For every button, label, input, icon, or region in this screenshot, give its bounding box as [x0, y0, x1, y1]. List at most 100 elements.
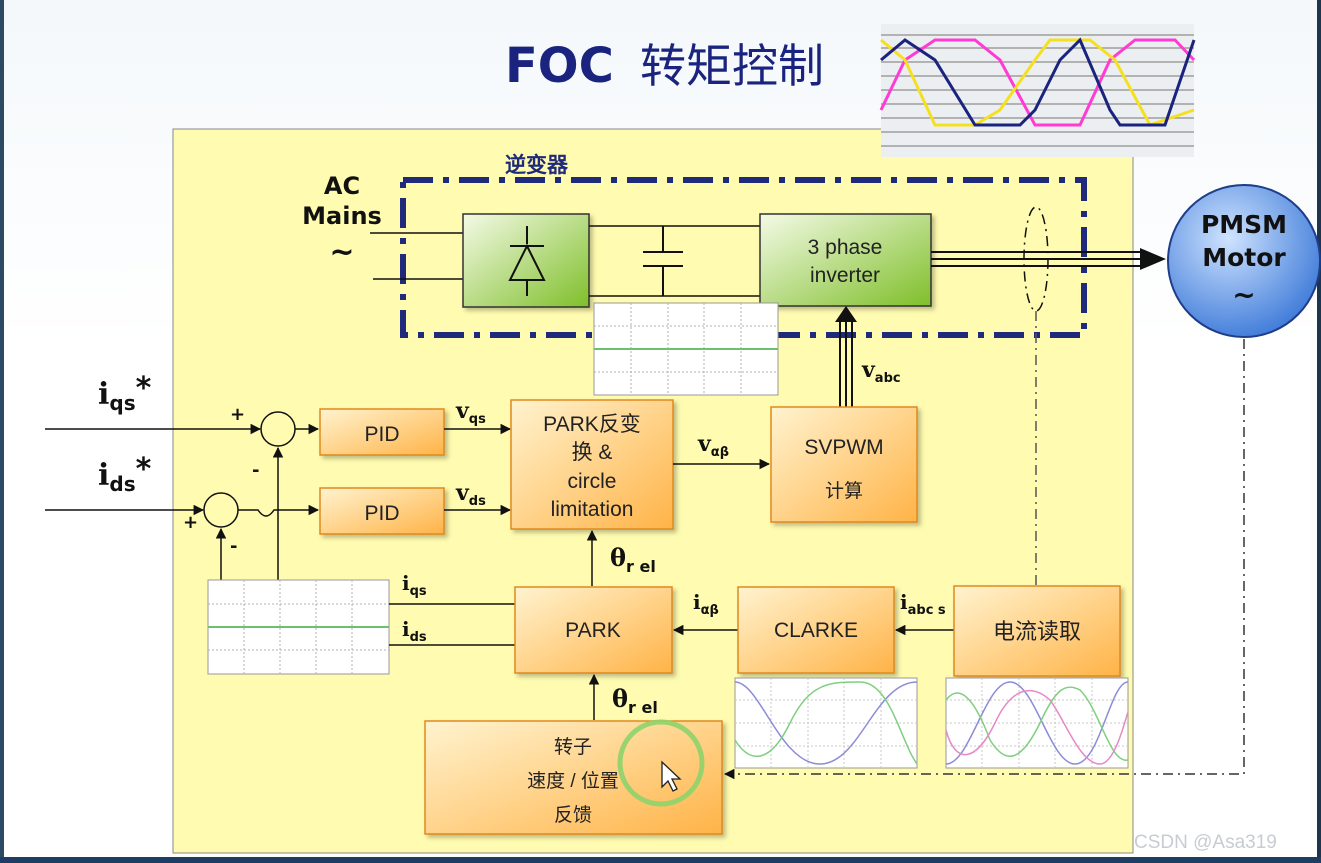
- vds-label: vds: [455, 480, 486, 509]
- park-label: PARK: [565, 619, 621, 642]
- park-inv-line1: PARK反变: [543, 413, 641, 436]
- rotor-line3: 反馈: [554, 804, 592, 826]
- inverter-label-line1: 3 phase: [808, 236, 883, 259]
- three-phase-waveform-image: [879, 24, 1196, 157]
- theta-top-label: θr el: [610, 543, 656, 576]
- theta-top-sub: r el: [626, 557, 656, 576]
- watermark: CSDN @Asa319: [1134, 832, 1277, 853]
- theta-top-main: θ: [610, 543, 626, 572]
- vds-sub: ds: [469, 494, 486, 509]
- current-read-block: [953, 585, 1121, 677]
- clarke-block: [737, 586, 895, 674]
- ialphabeta-label: iαβ: [693, 590, 719, 618]
- current-feedback-scope-image: [207, 579, 390, 675]
- sum-d-minus: -: [230, 536, 237, 557]
- mouse-pointer-icon: [661, 760, 682, 792]
- motor-position-feedback-line: [723, 339, 1245, 780]
- pid-d-block: [319, 487, 445, 535]
- rotor-line2: 速度 / 位置: [527, 770, 619, 792]
- svpwm-line1: SVPWM: [804, 436, 883, 459]
- pid-q-label: PID: [364, 423, 399, 446]
- pid-q-block: [319, 408, 445, 456]
- motor-arrow-head: [1140, 248, 1166, 270]
- ac-tilde-symbol: ~: [329, 235, 354, 270]
- vabc-sub: abc: [875, 371, 901, 386]
- park-inv-line2: 换 &: [572, 441, 613, 464]
- dc-bus-scope-image: [593, 302, 779, 396]
- sum-d-to-pid: [238, 504, 320, 517]
- vds-main: v: [455, 480, 470, 506]
- mains-label: Mains: [302, 202, 382, 230]
- valphabeta-label: vαβ: [697, 431, 729, 460]
- three-phase-inverter-block: [759, 213, 932, 307]
- iabcs-label: iabc s: [900, 590, 946, 618]
- vab-main: v: [697, 431, 712, 457]
- motor-tilde-symbol: ~: [1232, 278, 1255, 311]
- theta-bottom-sub: r el: [628, 698, 658, 717]
- pmsm-motor: [1167, 184, 1321, 338]
- vqs-main: v: [455, 398, 470, 424]
- iab-sub: αβ: [701, 603, 719, 618]
- motor-label-line1: PMSM: [1201, 210, 1287, 239]
- alpha-beta-scope-image: [734, 677, 918, 769]
- sum-d-plus: +: [183, 512, 198, 533]
- ids-fb-main: i: [402, 617, 410, 641]
- rectifier-block: [462, 213, 590, 308]
- ids-ref-label: ids*: [98, 452, 152, 496]
- vqs-sub: qs: [469, 412, 486, 427]
- current-sensor-loop: [1023, 206, 1049, 312]
- vabc-lines: [839, 320, 853, 407]
- iqs-fb-sub: qs: [410, 584, 427, 599]
- inverter-label-line2: inverter: [810, 264, 880, 287]
- vabc-arrow-head: [835, 306, 857, 322]
- vab-sub: αβ: [711, 445, 729, 460]
- vabc-main: v: [861, 357, 876, 383]
- svpwm-block: [770, 406, 918, 523]
- park-inverse-block: [510, 399, 674, 530]
- cursor-highlight-ring: [617, 719, 705, 807]
- rotor-line1: 转子: [554, 736, 592, 758]
- theta-bottom-label: θr el: [612, 684, 658, 717]
- iab-main: i: [693, 590, 701, 614]
- current-read-label: 电流读取: [993, 619, 1081, 644]
- ids-fb-sub: ds: [410, 630, 427, 645]
- sum-q-plus: +: [230, 404, 245, 425]
- iabc-sub: abc s: [908, 603, 946, 618]
- sum-q-minus: -: [252, 460, 259, 481]
- capacitor-icon: [643, 226, 683, 296]
- three-phase-current-scope-image: [945, 677, 1129, 769]
- iqs-fb-main: i: [402, 571, 410, 595]
- ids-ref-sub: ds: [109, 472, 135, 496]
- iqs-ref-star: *: [136, 371, 152, 406]
- ids-fb-label: ids: [402, 617, 427, 645]
- ids-ref-main: i: [98, 458, 109, 493]
- inverter-chinese-label: 逆变器: [505, 153, 569, 177]
- sum-junction-d: [203, 492, 239, 528]
- motor-label-line2: Motor: [1202, 243, 1286, 272]
- right-window-edge: [1317, 0, 1321, 863]
- iqs-ref-sub: qs: [109, 391, 135, 415]
- iqs-fb-label: iqs: [402, 571, 427, 599]
- pid-d-label: PID: [364, 502, 399, 525]
- vqs-label: vqs: [455, 398, 486, 427]
- title-prefix: FOC: [505, 38, 614, 94]
- iabc-main: i: [900, 590, 908, 614]
- iqs-ref-label: iqs*: [98, 371, 152, 415]
- bottom-taskbar-edge: [0, 857, 1321, 863]
- park-block: [514, 586, 673, 674]
- vabc-label: vabc: [861, 357, 901, 386]
- sum-junction-q: [260, 411, 296, 447]
- clarke-label: CLARKE: [774, 619, 858, 642]
- title-chinese: 转矩控制: [640, 39, 824, 93]
- diode-icon: [508, 226, 546, 296]
- park-inv-line4: limitation: [551, 498, 634, 521]
- ac-label: AC: [324, 172, 360, 200]
- svpwm-line2: 计算: [825, 480, 863, 502]
- ids-ref-star: *: [136, 452, 152, 487]
- park-inv-line3: circle: [567, 470, 616, 493]
- theta-bottom-main: θ: [612, 684, 628, 713]
- iqs-ref-main: i: [98, 377, 109, 412]
- motor-phase-lines: [931, 251, 1145, 267]
- left-window-edge: [0, 0, 4, 863]
